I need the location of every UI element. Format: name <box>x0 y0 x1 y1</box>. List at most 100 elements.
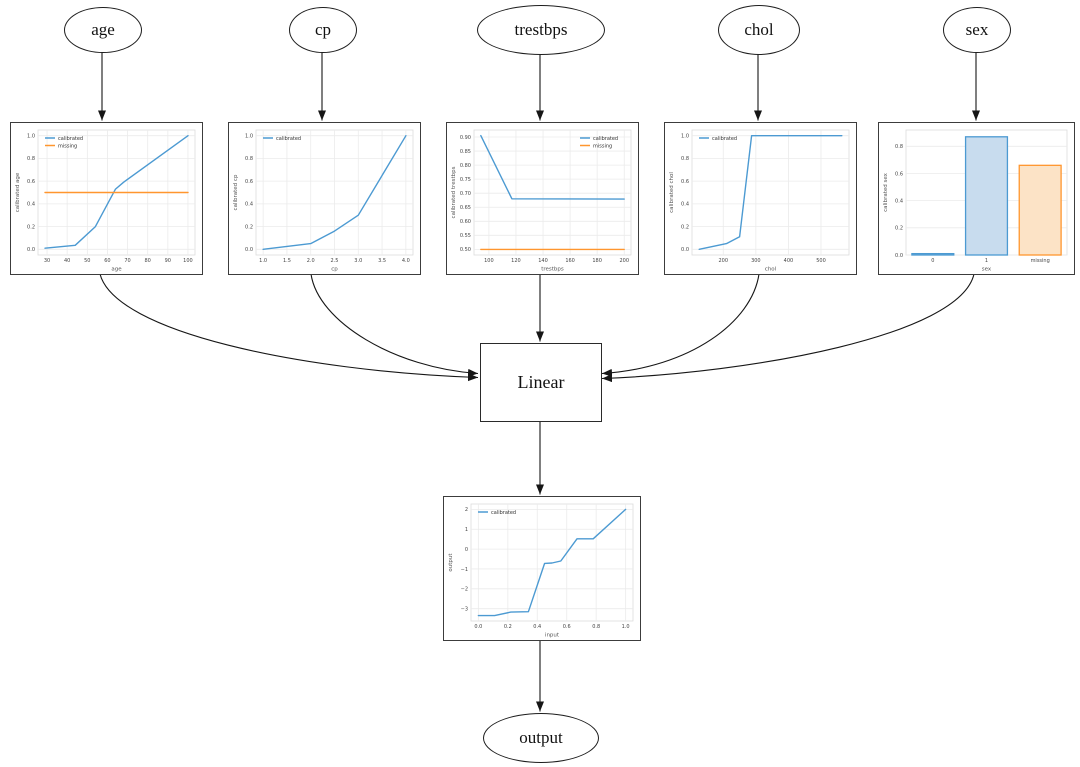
node-chol: chol <box>718 5 800 55</box>
svg-text:−3: −3 <box>461 606 468 612</box>
svg-text:1.0: 1.0 <box>681 133 689 139</box>
svg-text:0.8: 0.8 <box>27 156 35 162</box>
svg-text:missing: missing <box>1031 258 1050 264</box>
svg-text:0.0: 0.0 <box>245 247 253 253</box>
node-chol-label: chol <box>744 20 774 39</box>
node-trestbps-label: trestbps <box>514 20 568 39</box>
svg-text:0.90: 0.90 <box>460 135 471 141</box>
svg-text:0.4: 0.4 <box>533 624 541 630</box>
svg-text:140: 140 <box>538 258 548 264</box>
svg-text:missing: missing <box>593 143 612 149</box>
edge-cp-calibrator-to-linear <box>310 273 479 377</box>
svg-text:0.75: 0.75 <box>460 177 471 183</box>
svg-text:2.5: 2.5 <box>331 258 339 264</box>
svg-text:cp: cp <box>331 267 338 273</box>
svg-text:0.6: 0.6 <box>563 624 571 630</box>
svg-text:0.60: 0.60 <box>460 219 471 225</box>
node-output-label: output <box>519 728 563 747</box>
svg-text:0.6: 0.6 <box>681 179 689 185</box>
node-trestbps: trestbps <box>477 5 605 55</box>
svg-text:0.0: 0.0 <box>681 247 689 253</box>
svg-text:1: 1 <box>985 258 988 264</box>
svg-text:100: 100 <box>484 258 494 264</box>
edge-sex-calibrator-to-linear <box>601 273 975 383</box>
svg-text:100: 100 <box>183 258 193 264</box>
svg-text:0.0: 0.0 <box>474 624 482 630</box>
svg-text:age: age <box>111 267 122 273</box>
svg-text:0.2: 0.2 <box>895 226 903 232</box>
svg-text:calibrated cp: calibrated cp <box>233 174 239 210</box>
svg-text:0.4: 0.4 <box>895 198 903 204</box>
svg-text:90: 90 <box>165 258 171 264</box>
svg-text:0.2: 0.2 <box>27 224 35 230</box>
edge-chol-calibrator-to-linear <box>601 273 760 377</box>
svg-text:500: 500 <box>816 258 826 264</box>
svg-text:calibrated trestbps: calibrated trestbps <box>451 166 457 218</box>
svg-text:0.4: 0.4 <box>27 202 35 208</box>
svg-text:calibrated: calibrated <box>712 136 737 142</box>
svg-text:trestbps: trestbps <box>541 267 564 273</box>
svg-text:2: 2 <box>465 507 468 513</box>
svg-text:30: 30 <box>44 258 50 264</box>
svg-text:0.80: 0.80 <box>460 163 471 169</box>
svg-text:0.0: 0.0 <box>895 253 903 259</box>
svg-text:0.85: 0.85 <box>460 149 471 155</box>
svg-text:120: 120 <box>511 258 521 264</box>
svg-text:0.55: 0.55 <box>460 233 471 239</box>
svg-text:50: 50 <box>84 258 90 264</box>
svg-text:0.65: 0.65 <box>460 205 471 211</box>
svg-text:3.5: 3.5 <box>378 258 386 264</box>
svg-text:0.2: 0.2 <box>245 224 253 230</box>
svg-text:0: 0 <box>931 258 934 264</box>
svg-text:calibrated sex: calibrated sex <box>883 172 889 212</box>
svg-text:70: 70 <box>124 258 130 264</box>
svg-text:400: 400 <box>784 258 794 264</box>
svg-text:0.4: 0.4 <box>681 202 689 208</box>
svg-text:calibrated chol: calibrated chol <box>669 172 675 213</box>
svg-text:0.70: 0.70 <box>460 191 471 197</box>
svg-text:160: 160 <box>565 258 575 264</box>
node-age: age <box>64 7 142 53</box>
svg-text:0.8: 0.8 <box>592 624 600 630</box>
node-linear: Linear <box>480 343 602 422</box>
svg-text:1.0: 1.0 <box>27 133 35 139</box>
svg-text:0.50: 0.50 <box>460 247 471 253</box>
svg-text:200: 200 <box>718 258 728 264</box>
node-sex: sex <box>943 7 1011 53</box>
node-linear-label: Linear <box>517 372 565 392</box>
svg-text:0: 0 <box>465 547 468 553</box>
svg-text:0.8: 0.8 <box>681 156 689 162</box>
svg-text:0.8: 0.8 <box>895 144 903 150</box>
svg-text:1.0: 1.0 <box>259 258 267 264</box>
svg-text:300: 300 <box>751 258 761 264</box>
svg-text:output: output <box>448 553 454 572</box>
svg-text:2.0: 2.0 <box>307 258 315 264</box>
svg-text:0.6: 0.6 <box>27 179 35 185</box>
svg-text:sex: sex <box>982 267 992 273</box>
node-sex-label: sex <box>965 20 989 39</box>
sex-calibration-plot: 0.0 0.2 0.4 0.6 0.8 0 1 missing sex calibrated se… <box>878 122 1075 275</box>
svg-text:calibrated: calibrated <box>593 136 618 142</box>
node-cp-label: cp <box>314 20 332 39</box>
svg-text:1.5: 1.5 <box>283 258 291 264</box>
node-cp: cp <box>289 7 357 53</box>
node-age-label: age <box>91 20 115 39</box>
svg-text:−2: −2 <box>461 587 468 593</box>
svg-text:60: 60 <box>104 258 110 264</box>
svg-text:calibrated: calibrated <box>58 136 83 142</box>
svg-text:200: 200 <box>619 258 629 264</box>
svg-text:0.6: 0.6 <box>895 171 903 177</box>
svg-text:0.8: 0.8 <box>245 156 253 162</box>
svg-text:0.2: 0.2 <box>504 624 512 630</box>
svg-text:1: 1 <box>465 527 468 533</box>
node-output: output <box>483 713 599 763</box>
svg-text:0.2: 0.2 <box>681 224 689 230</box>
edge-age-calibrator-to-linear <box>99 273 479 382</box>
svg-text:0.0: 0.0 <box>27 247 35 253</box>
svg-text:1.0: 1.0 <box>622 624 630 630</box>
svg-text:4.0: 4.0 <box>402 258 410 264</box>
